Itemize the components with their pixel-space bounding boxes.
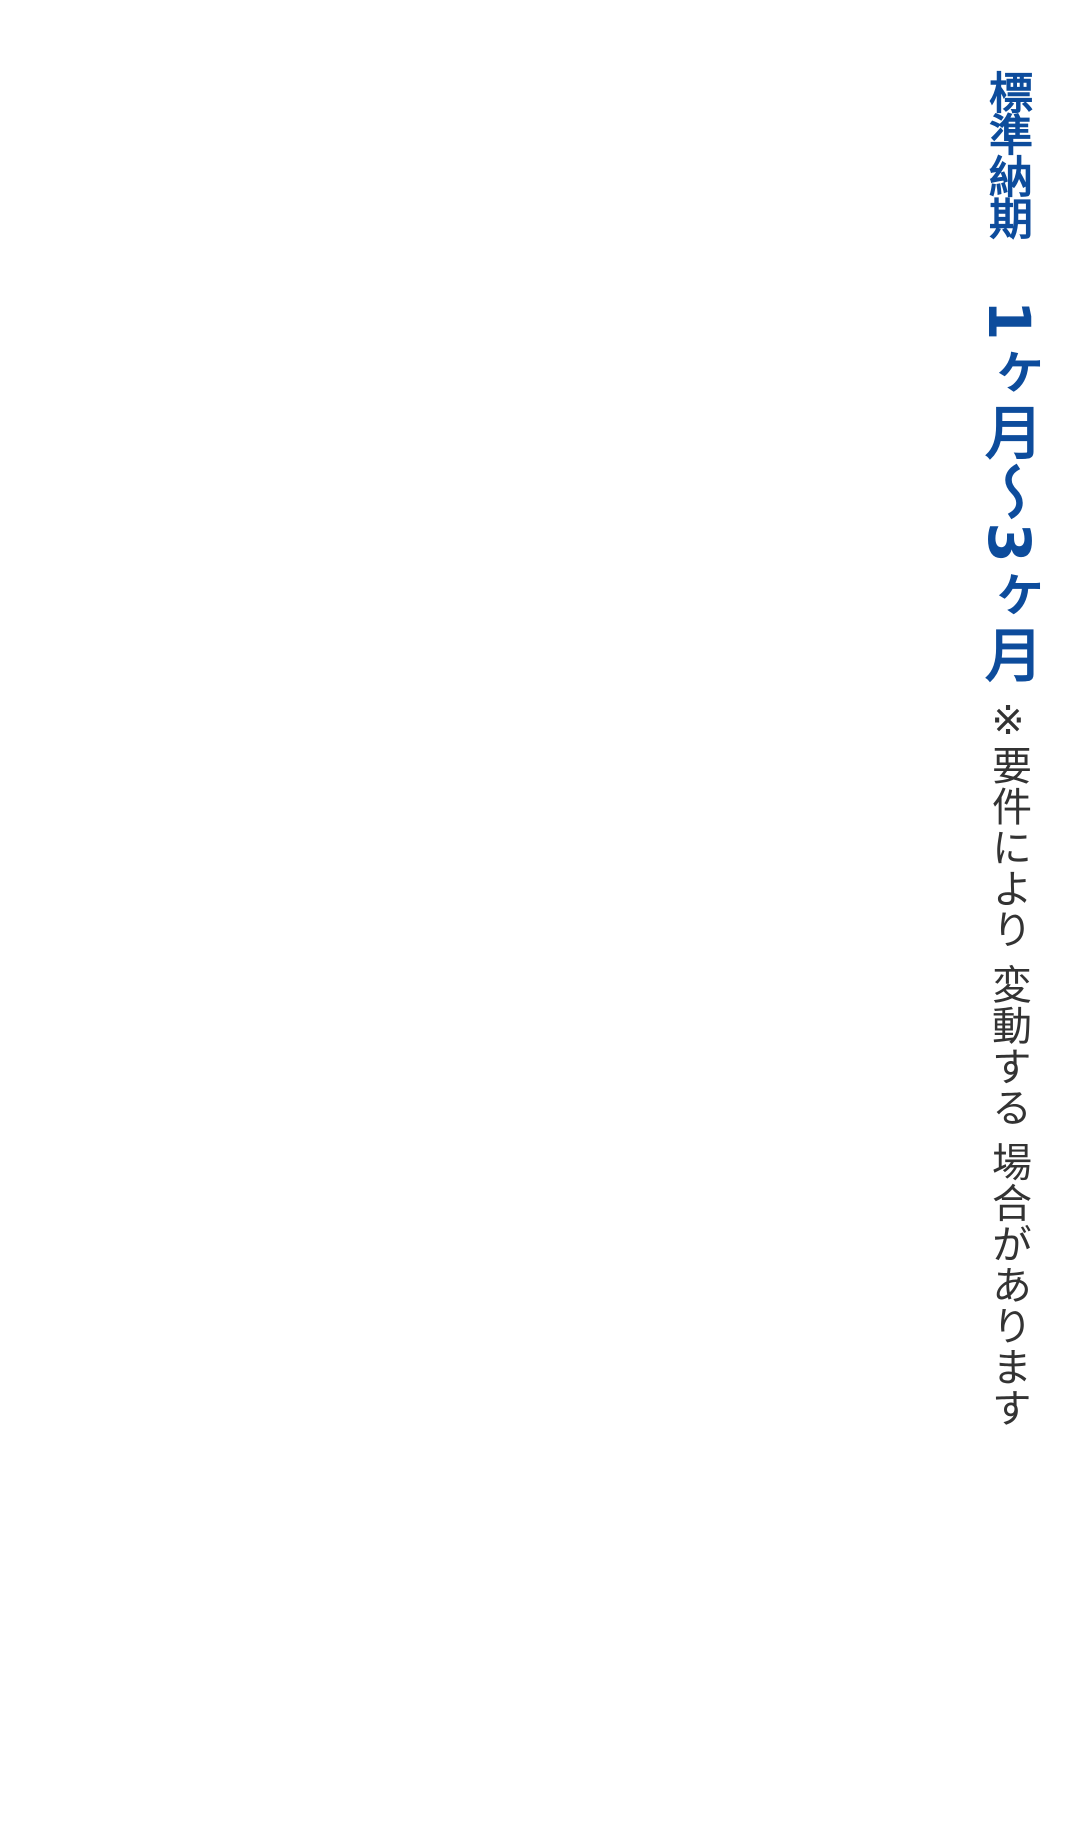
delivery-note: ※要件により 変動する 場合があります: [985, 698, 1031, 1429]
delivery-period-value: 1ヶ月〜3ヶ月: [975, 300, 1043, 685]
delivery-label: 標準納期: [981, 70, 1032, 238]
